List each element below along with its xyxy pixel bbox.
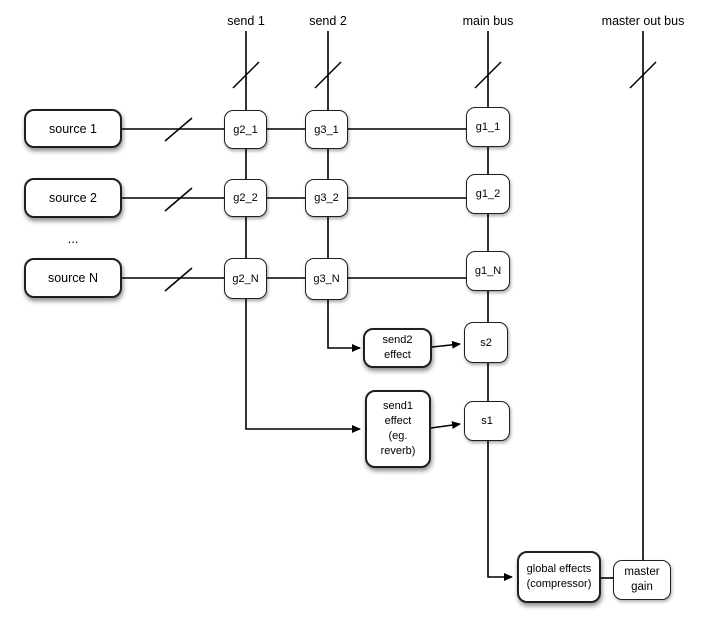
node-send1-effect: send1 effect (eg. reverb) — [365, 390, 431, 468]
send1-bus-slash — [232, 61, 260, 89]
send2-effect-to-s2-arrow — [431, 340, 461, 349]
node-g2-N: g2_N — [224, 258, 267, 299]
bus-label-send-2: send 2 — [309, 14, 347, 28]
bus-label-send-1: send 1 — [227, 14, 265, 28]
node-g3-N: g3_N — [305, 258, 348, 300]
node-g3-1: g3_1 — [305, 110, 348, 149]
node-source-1: source 1 — [24, 109, 122, 148]
send1-effect-to-s1-arrow — [430, 421, 461, 430]
node-g2-1: g2_1 — [224, 110, 267, 149]
node-g3-2: g3_2 — [305, 179, 348, 217]
node-global-effects: global effects (compressor) — [517, 551, 601, 603]
node-s2: s2 — [464, 322, 508, 363]
node-source-N: source N — [24, 258, 122, 298]
main-bus-slash — [474, 61, 502, 89]
send2-bus-slash — [314, 61, 342, 89]
node-send2-effect: send2 effect — [363, 328, 432, 368]
node-source-2: source 2 — [24, 178, 122, 218]
node-g1-2: g1_2 — [466, 174, 510, 214]
node-master-gain: master gain — [613, 560, 671, 600]
node-g2-2: g2_2 — [224, 179, 267, 217]
send1-bus-line — [245, 31, 361, 433]
source2-line-slash — [164, 187, 193, 212]
node-g1-1: g1_1 — [466, 107, 510, 147]
master-out-bus-slash — [629, 61, 657, 89]
node-s1: s1 — [464, 401, 510, 441]
node-g1-N: g1_N — [466, 251, 510, 291]
bus-label-master-out-bus: master out bus — [601, 14, 685, 28]
source1-line-slash — [164, 117, 193, 142]
sourceN-line-slash — [164, 267, 193, 292]
sources-ellipsis: ... — [67, 231, 79, 246]
bus-label-main-bus: main bus — [462, 14, 514, 28]
